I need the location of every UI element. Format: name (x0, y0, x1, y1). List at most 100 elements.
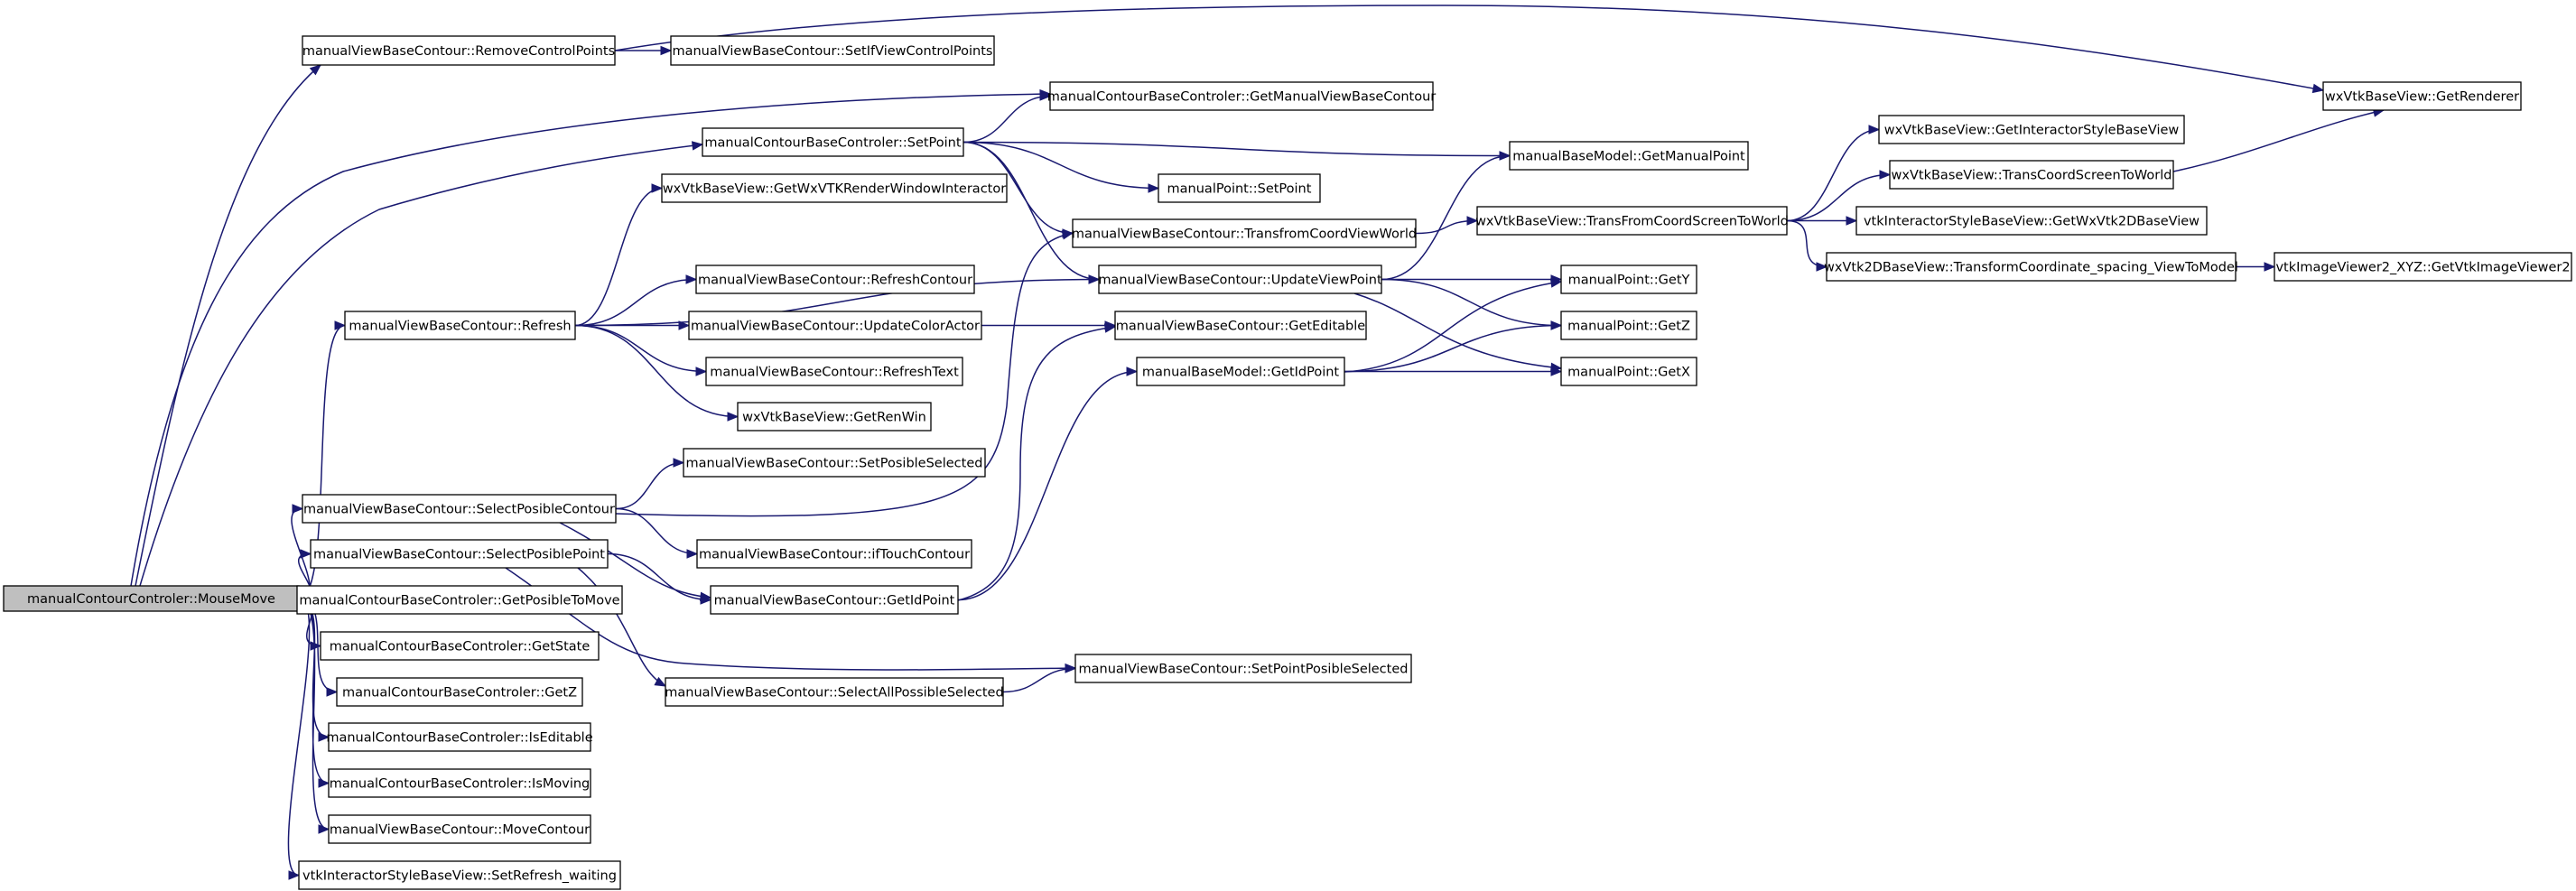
arrowhead-n0-to-n38 (318, 778, 330, 788)
arrowhead-n31-to-n24 (1126, 367, 1139, 376)
function-node[interactable]: wxVtkBaseView::TransCoordScreenToWorld (1889, 160, 2174, 190)
node-label: manualViewBaseContour::UpdateViewPoint (1098, 274, 1382, 288)
node-box (1878, 115, 2185, 144)
function-node[interactable]: manualViewBaseContour::MoveContour (328, 814, 591, 844)
arrowhead-n0-to-n37 (318, 732, 330, 742)
edge-n5-to-n7 (963, 141, 1159, 190)
function-node[interactable]: manualContourBaseControler::IsEditable (326, 722, 593, 752)
node-box (344, 311, 576, 340)
edge-n28-to-n31 (559, 522, 711, 599)
edge-n12-to-n3 (2172, 109, 2385, 172)
arrowhead-n18-to-n6 (1499, 151, 1511, 161)
edge-n5-to-n6 (963, 141, 1511, 157)
edge-n0-to-n40 (287, 598, 311, 877)
node-box (320, 631, 600, 661)
node-label: manualViewBaseContour::SetIfViewControlP… (672, 44, 992, 59)
function-node[interactable]: manualViewBaseContour::SetIfViewControlP… (670, 35, 995, 66)
function-node[interactable]: wxVtkBaseView::GetRenWin (737, 402, 932, 432)
arrowhead-n24-to-n22 (1550, 320, 1563, 330)
function-node[interactable]: wxVtkBaseView::TransFromCoordScreenToWor… (1475, 206, 1789, 236)
function-node[interactable]: vtkInteractorStyleBaseView::SetRefresh_w… (298, 860, 621, 890)
function-node[interactable]: manualContourBaseControler::SetPoint (702, 127, 964, 157)
node-box (302, 35, 616, 66)
arrowhead-n0-to-n16 (334, 320, 347, 330)
function-node[interactable]: manualViewBaseContour::SelectPosibleCont… (302, 494, 617, 524)
node-box (1074, 654, 1412, 683)
arrowhead-n31-to-n21 (1103, 323, 1117, 333)
arrowhead-n0-to-n1 (309, 64, 322, 76)
function-node[interactable]: manualPoint::GetZ (1560, 311, 1697, 340)
edge-n16-to-n26 (574, 324, 739, 418)
function-node[interactable]: manualViewBaseContour::SetPointPosibleSe… (1074, 654, 1412, 683)
function-node[interactable]: manualPoint::SetPoint (1158, 173, 1321, 203)
function-node[interactable]: manualViewBaseContour::Refresh (344, 311, 576, 340)
function-node[interactable]: manualViewBaseContour::TransfromCoordVie… (1072, 218, 1417, 248)
arrowhead-n28-to-n9 (1061, 230, 1074, 240)
node-label: vtkInteractorStyleBaseView::SetRefresh_w… (302, 869, 617, 884)
function-node[interactable]: wxVtkBaseView::GetWxVTKRenderWindowInter… (661, 173, 1008, 203)
node-box (1560, 265, 1697, 294)
function-node[interactable]: manualViewBaseContour::ifTouchContour (696, 539, 972, 569)
node-label: manualViewBaseContour::RemoveControlPoin… (302, 44, 615, 59)
node-label: wxVtkBaseView::GetInteractorStyleBaseVie… (1884, 124, 2180, 138)
function-node[interactable]: manualBaseModel::GetIdPoint (1136, 357, 1345, 386)
function-node[interactable]: manualViewBaseContour::SelectPosiblePoin… (310, 539, 609, 569)
function-node[interactable]: vtkInteractorStyleBaseView::GetWxVtk2DBa… (1855, 206, 2208, 236)
function-node[interactable]: manualContourBaseControler::GetState (320, 631, 600, 661)
node-box (1509, 141, 1749, 171)
node-label: manualBaseModel::GetManualPoint (1512, 150, 1745, 164)
node-label: wxVtkBaseView::GetRenderer (2325, 90, 2519, 105)
edge-n24-to-n19 (1344, 281, 1562, 373)
function-node[interactable]: manualBaseModel::GetManualPoint (1509, 141, 1749, 171)
function-node[interactable]: manualViewBaseContour::RefreshContour (695, 265, 975, 294)
root-function-node[interactable]: manualContourControler::MouseMove (3, 585, 300, 612)
function-node[interactable]: wxVtk2DBaseView::TransformCoordinate_spa… (1824, 252, 2238, 282)
node-box (1855, 206, 2208, 236)
node-box (2274, 252, 2572, 282)
node-label: manualViewBaseContour::GetIdPoint (714, 594, 955, 608)
node-label: wxVtk2DBaseView::TransformCoordinate_spa… (1824, 261, 2238, 275)
node-box (1158, 173, 1321, 203)
function-node[interactable]: manualContourBaseControler::GetZ (336, 677, 583, 707)
node-label: manualViewBaseContour::SelectPosiblePoin… (313, 548, 605, 562)
edge-n16-to-n8 (574, 187, 663, 327)
node-label: manualViewBaseContour::ifTouchContour (699, 548, 970, 562)
function-node[interactable]: manualViewBaseContour::RemoveControlPoin… (302, 35, 616, 66)
arrowhead-n10-to-n11 (1868, 125, 1881, 135)
function-node[interactable]: manualViewBaseContour::SetPosibleSelecte… (683, 448, 986, 478)
node-label: wxVtkBaseView::TransCoordScreenToWorld (1892, 169, 2172, 183)
node-label: manualViewBaseContour::RefreshText (710, 366, 959, 380)
arrowhead-n16-to-n18 (1088, 274, 1101, 284)
arrowhead-n36-to-n34 (1065, 664, 1077, 673)
function-node[interactable]: wxVtkBaseView::GetInteractorStyleBaseVie… (1878, 115, 2185, 144)
node-label: wxVtkBaseView::GetWxVTKRenderWindowInter… (663, 182, 1006, 197)
edge-n10-to-n11 (1786, 128, 1880, 222)
node-label: manualPoint::GetY (1568, 274, 1690, 288)
function-node[interactable]: manualContourBaseControler::GetPosibleTo… (296, 585, 623, 615)
node-box (1476, 206, 1788, 236)
arrowhead-n30-to-n31 (700, 595, 712, 605)
node-label: manualViewBaseContour::RefreshContour (698, 274, 972, 288)
node-label: manualContourControler::MouseMove (27, 592, 275, 607)
function-node[interactable]: manualViewBaseContour::UpdateColorActor (688, 311, 982, 340)
function-node[interactable]: manualViewBaseContour::GetEditable (1114, 311, 1367, 340)
function-node[interactable]: manualContourBaseControler::GetManualVie… (1047, 81, 1437, 111)
node-box (705, 357, 963, 386)
function-node[interactable]: manualViewBaseContour::GetIdPoint (710, 585, 959, 615)
node-label: manualViewBaseContour::SetPosibleSelecte… (686, 457, 983, 471)
function-node[interactable]: manualViewBaseContour::UpdateViewPoint (1098, 265, 1382, 294)
node-label: manualViewBaseContour::SetPointPosibleSe… (1079, 663, 1409, 677)
function-node[interactable]: manualViewBaseContour::RefreshText (705, 357, 963, 386)
function-node[interactable]: manualPoint::GetX (1560, 357, 1697, 386)
node-box (696, 539, 972, 569)
arrowhead-n10-to-n13 (1846, 216, 1858, 226)
edge-n24-to-n22 (1344, 324, 1562, 373)
function-node[interactable]: vtkImageViewer2_XYZ::GetVtkImageViewer2 (2274, 252, 2572, 282)
edge-n0-to-n4 (130, 93, 1051, 587)
function-node[interactable]: manualContourBaseControler::IsMoving (328, 768, 591, 798)
function-node[interactable]: wxVtkBaseView::GetRenderer (2322, 81, 2522, 111)
function-node[interactable]: manualPoint::GetY (1560, 265, 1697, 294)
node-box (336, 677, 583, 707)
node-label: manualBaseModel::GetIdPoint (1142, 366, 1340, 380)
function-node[interactable]: manualViewBaseContour::SelectAllPossible… (665, 677, 1004, 707)
